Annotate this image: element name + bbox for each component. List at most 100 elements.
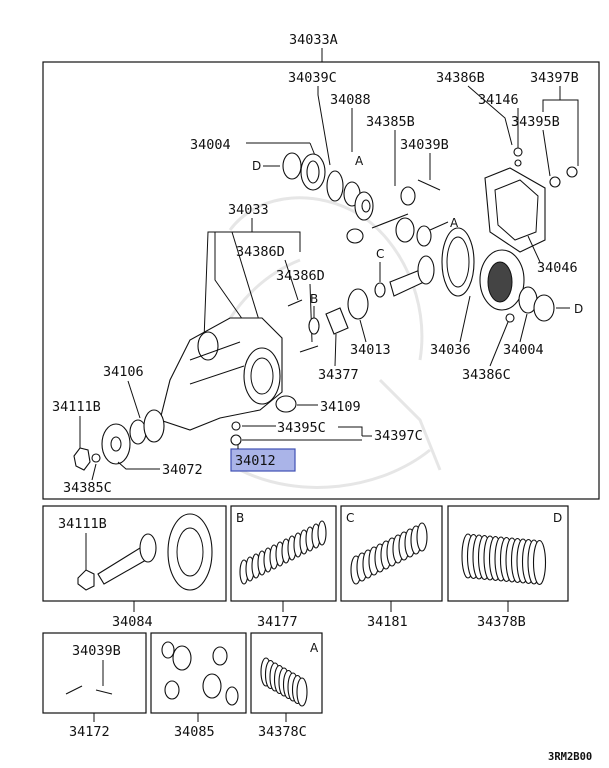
shim-A-9 <box>296 677 308 707</box>
label-34395C[interactable]: 34395C <box>277 420 326 436</box>
housing-rear-opening-inner <box>250 357 274 395</box>
spacer <box>374 282 386 298</box>
kit-34177-letter[interactable]: B <box>236 511 244 525</box>
leader-34397C-a <box>338 426 363 436</box>
label-34033[interactable]: 34033 <box>228 202 269 218</box>
shim-set-34177 <box>239 520 327 585</box>
leader-34033-d <box>214 232 251 331</box>
label-34397B[interactable]: 34397B <box>530 70 579 86</box>
label-34088[interactable]: 34088 <box>330 92 371 108</box>
kit-34172-label[interactable]: 34172 <box>69 724 110 740</box>
leader-34385C <box>91 463 97 481</box>
label-34395B[interactable]: 34395B <box>511 114 560 130</box>
label-34109[interactable]: 34109 <box>320 399 361 415</box>
label-34111B[interactable]: 34111B <box>52 399 101 415</box>
flange-34072 <box>101 423 131 465</box>
companion-flange <box>73 409 165 471</box>
label-34004-lower[interactable]: 34004 <box>503 342 544 358</box>
plug-34395B <box>549 176 561 188</box>
gear-set-34085 <box>161 641 239 706</box>
kit-side-gear-a <box>172 645 192 671</box>
label-34377[interactable]: 34377 <box>318 367 359 383</box>
kit-34378C-letter[interactable]: A <box>310 641 319 655</box>
label-34036[interactable]: 34036 <box>430 342 471 358</box>
callout-A-upper[interactable]: A <box>355 154 364 168</box>
flange-hub <box>110 436 122 452</box>
pinion-gear-b <box>395 217 415 243</box>
leader-34072 <box>117 461 160 470</box>
highlight-34012 <box>230 448 296 472</box>
label-34106[interactable]: 34106 <box>103 364 144 380</box>
plug-34395C <box>231 421 241 431</box>
shim-D-14 <box>532 539 547 586</box>
ring-gear-carrier-34036: D <box>441 227 583 323</box>
main-assembly-frame <box>42 61 600 500</box>
label-34386B[interactable]: 34386B <box>436 70 485 86</box>
shim-B-14 <box>317 520 327 546</box>
label-34004-upper[interactable]: 34004 <box>190 137 231 153</box>
kit-nut <box>77 569 95 591</box>
callout-A-lower[interactable]: A <box>450 216 459 230</box>
pinion-gear-c <box>346 228 364 244</box>
callout-C[interactable]: C <box>376 247 384 261</box>
differential-case-core <box>487 261 513 303</box>
label-34039B[interactable]: 34039B <box>400 137 449 153</box>
kit-pinion-b <box>164 680 180 700</box>
leader-34397B-a <box>542 86 561 112</box>
shim-set-34181 <box>350 522 428 585</box>
leader-34386C <box>489 321 509 367</box>
kit-34378C-label[interactable]: 34378C <box>258 724 307 740</box>
leader-34033-a <box>203 218 253 341</box>
bearing-34013 <box>347 288 369 320</box>
label-34046[interactable]: 34046 <box>537 260 578 276</box>
lock-pin-34039B <box>417 179 441 191</box>
differential-housing-34033 <box>159 317 283 431</box>
washer-34385C <box>91 453 101 463</box>
label-34385B[interactable]: 34385B <box>366 114 415 130</box>
kit-34378B-label[interactable]: 34378B <box>477 614 526 630</box>
label-34013[interactable]: 34013 <box>350 342 391 358</box>
kit-pinion-shaft <box>97 547 147 585</box>
kit-34172-inner-label[interactable]: 34039B <box>72 643 121 659</box>
label-34386C[interactable]: 34386C <box>462 367 511 383</box>
label-34386D-upper[interactable]: 34386D <box>236 244 285 260</box>
seal-lower <box>533 294 555 322</box>
lock-pin-a <box>65 685 83 695</box>
shim-B <box>308 317 320 335</box>
leader-34377 <box>334 333 337 367</box>
label-34033A[interactable]: 34033A <box>289 32 338 48</box>
shim-set-34378C <box>260 657 308 707</box>
kit-34084-label[interactable]: 34084 <box>112 614 153 630</box>
label-34039C[interactable]: 34039C <box>288 70 337 86</box>
lock-pin-b <box>95 689 113 695</box>
kit-34378B-letter[interactable]: D <box>553 511 562 525</box>
leader-34013 <box>359 319 367 343</box>
kit-34181-label[interactable]: 34181 <box>367 614 408 630</box>
kit-34084-inner-label[interactable]: 34111B <box>58 516 107 532</box>
drive-pinion: C <box>374 247 435 298</box>
housing-mount-left <box>197 331 219 361</box>
kit-34177-label[interactable]: 34177 <box>257 614 298 630</box>
label-34397C[interactable]: 34397C <box>374 428 423 444</box>
callout-A-lower-line <box>429 221 449 231</box>
shim-C-12 <box>416 522 428 552</box>
label-34072[interactable]: 34072 <box>162 462 203 478</box>
label-34386D-lower[interactable]: 34386D <box>276 268 325 284</box>
bolt-34386D-a <box>287 299 303 307</box>
side-seal-34109 <box>275 395 297 413</box>
kit-washer-b <box>225 686 239 706</box>
leader-34039C <box>317 86 331 166</box>
callout-D-upper[interactable]: D <box>252 159 261 173</box>
callout-B[interactable]: B <box>310 292 318 306</box>
kit-ring-gear <box>167 513 213 591</box>
pinion-gear-a <box>400 186 416 206</box>
kit-34085-label[interactable]: 34085 <box>174 724 215 740</box>
label-34385C[interactable]: 34385C <box>63 480 112 496</box>
callout-D-lower[interactable]: D <box>574 302 583 316</box>
plug-34397B <box>566 166 578 178</box>
figure-code: 3RM2B00 <box>548 751 592 763</box>
kit-34181-letter[interactable]: C <box>346 511 354 525</box>
label-34012[interactable]: 34012 <box>235 453 276 469</box>
pinion-head <box>417 255 435 285</box>
